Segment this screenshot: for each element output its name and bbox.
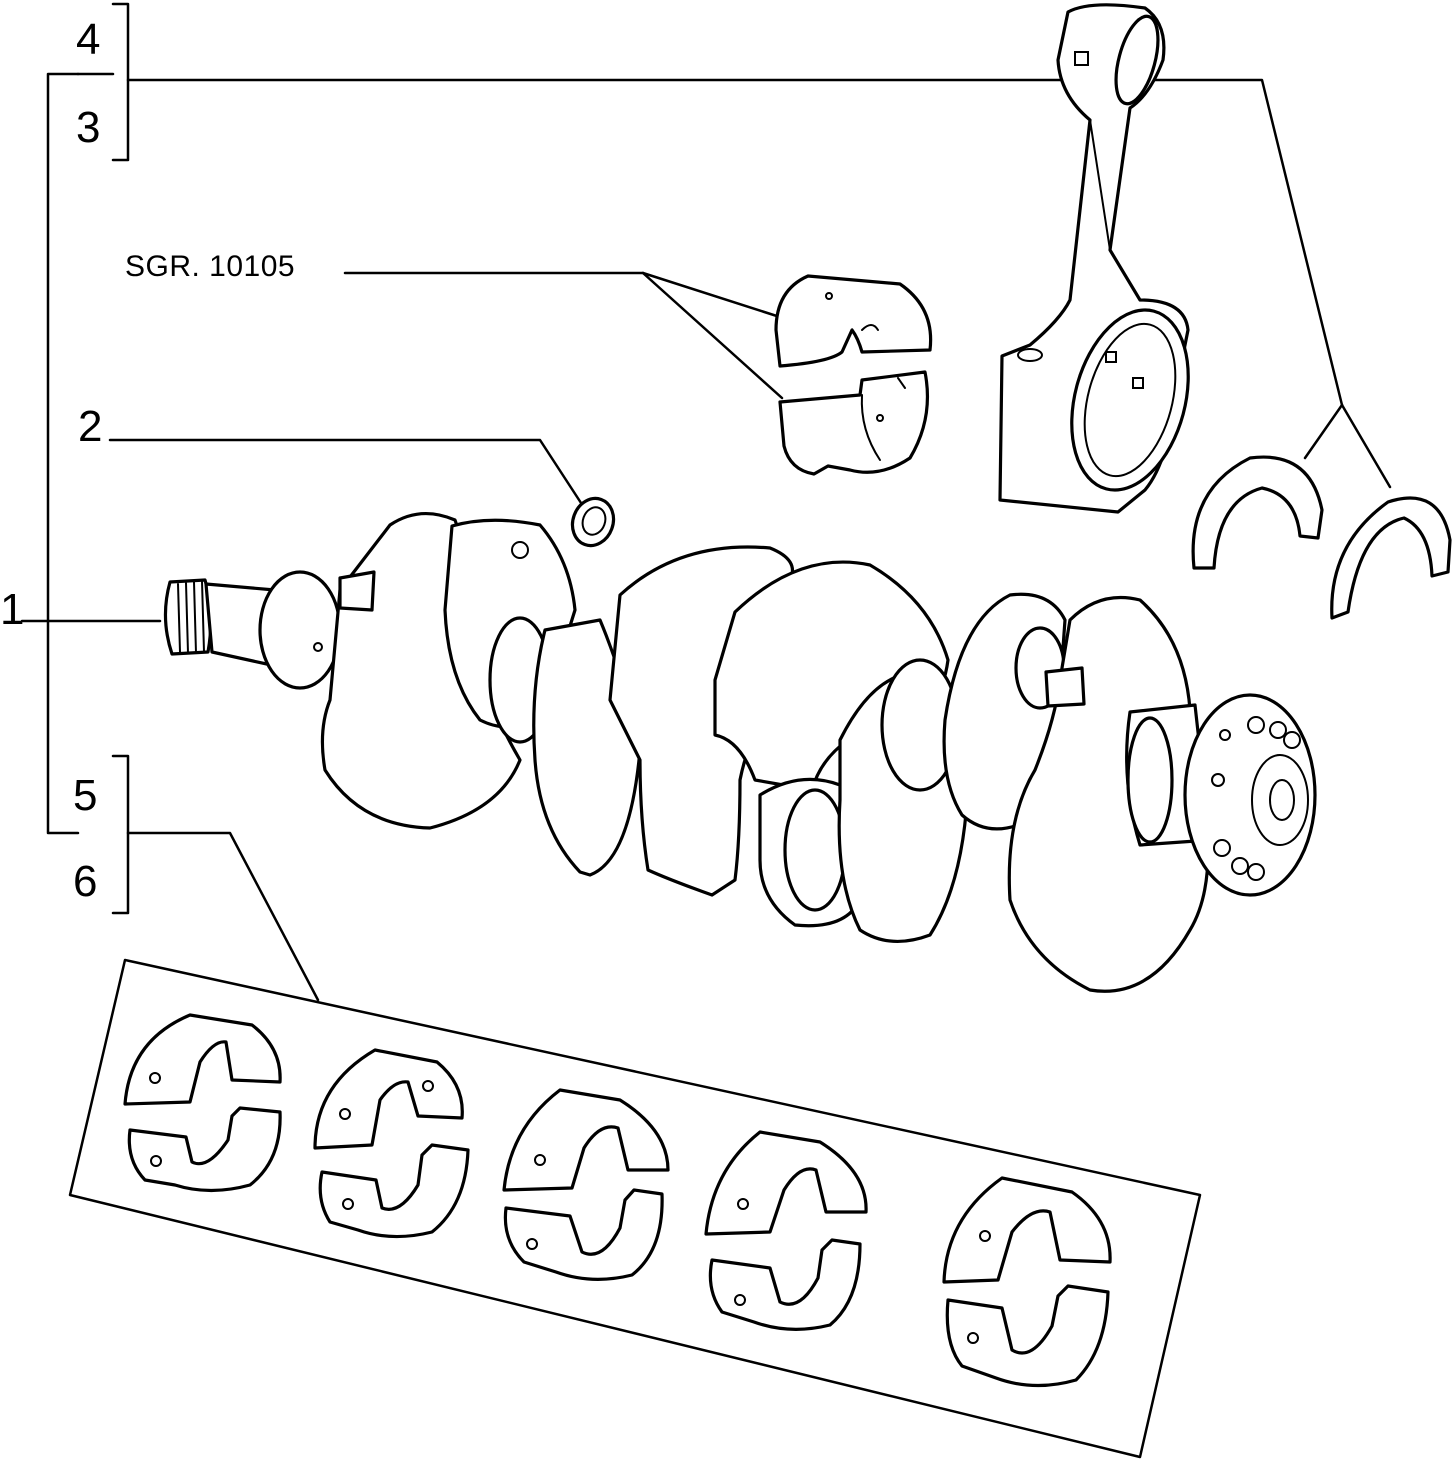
crankshaft xyxy=(163,511,1317,993)
main-bearing-shells xyxy=(68,958,1202,1459)
reference-label: SGR. 10105 xyxy=(125,250,296,283)
callout-3: 3 xyxy=(76,103,101,152)
callout-2: 2 xyxy=(78,402,103,451)
callout-6: 6 xyxy=(73,857,98,906)
pilot-bush xyxy=(570,496,616,548)
thrust-washers xyxy=(1191,455,1452,620)
callout-1: 1 xyxy=(0,585,25,634)
callout-5: 5 xyxy=(73,771,98,820)
leader-lines xyxy=(20,2,1392,1002)
conrod-bearing-shells xyxy=(774,274,933,476)
callout-4: 4 xyxy=(76,15,101,64)
connecting-rod xyxy=(998,3,1190,514)
